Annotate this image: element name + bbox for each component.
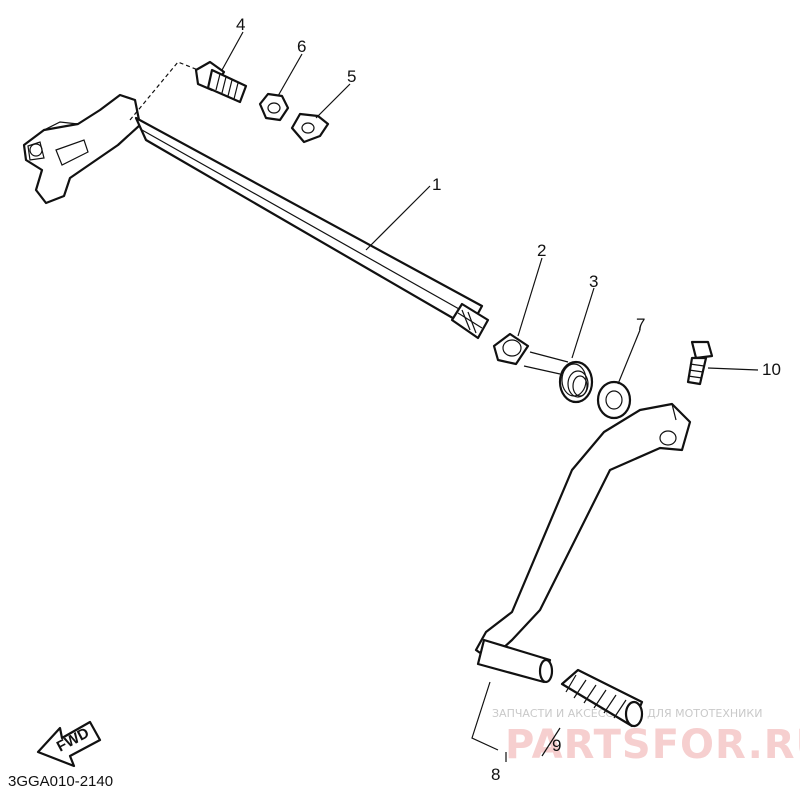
watermark-logo: PARTSFOR.RU xyxy=(505,722,800,768)
callout-6: 6 xyxy=(297,37,306,56)
callout-1: 1 xyxy=(432,175,441,194)
part-9-rubber xyxy=(560,668,644,728)
callout-5: 5 xyxy=(347,67,356,86)
callout-9: 9 xyxy=(552,736,561,755)
part-7-washer xyxy=(596,380,632,420)
callout-7: 7 xyxy=(636,315,645,334)
callout-3: 3 xyxy=(589,272,598,291)
watermark: ЗАПЧАСТИ И АКСЕССУАРЫ ДЛЯ МОТОТЕХНИКИ PA… xyxy=(492,707,800,768)
part-5-lock-washer xyxy=(290,112,330,144)
part-4-screw xyxy=(194,60,248,104)
callout-2: 2 xyxy=(537,241,546,260)
callout-10: 10 xyxy=(762,360,781,379)
drawing-code: 3GGA010-2140 xyxy=(8,773,113,790)
part-2-collar xyxy=(492,332,530,366)
part-6-nut xyxy=(258,92,290,122)
leader-lines xyxy=(221,31,759,762)
part-3-spring xyxy=(523,351,594,404)
part-1-shift-shaft xyxy=(22,61,490,340)
part-8-shift-pedal xyxy=(474,402,692,684)
callout-4: 4 xyxy=(236,15,245,34)
callouts: 1 2 3 4 5 6 7 8 9 10 xyxy=(236,15,781,784)
callout-8: 8 xyxy=(491,765,500,784)
fwd-arrow: FWD xyxy=(36,720,102,768)
part-10-bolt xyxy=(686,340,714,386)
